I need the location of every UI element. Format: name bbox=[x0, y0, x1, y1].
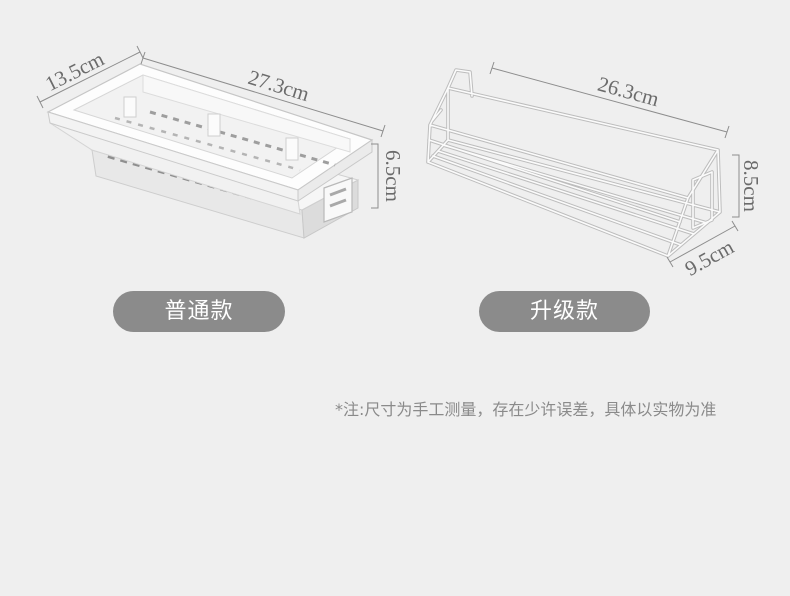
standard-tray-illustration bbox=[46, 63, 374, 239]
dimension-label: 9.5cm bbox=[681, 235, 738, 281]
dimension-label: 27.3cm bbox=[245, 65, 312, 106]
upgraded-wire-basket-illustration bbox=[426, 68, 722, 258]
dimension-height-standard: 6.5cm bbox=[371, 143, 405, 209]
dimension-label: 6.5cm bbox=[381, 150, 405, 202]
variant-pill-upgraded: 升级款 bbox=[479, 291, 650, 332]
variant-pill-standard: 普通款 bbox=[113, 291, 285, 332]
dimension-label: 8.5cm bbox=[739, 160, 763, 212]
measurement-note: *注:尺寸为手工测量，存在少许误差，具体以实物为准 bbox=[335, 400, 717, 419]
dimension-height-upgraded: 8.5cm bbox=[732, 154, 763, 218]
